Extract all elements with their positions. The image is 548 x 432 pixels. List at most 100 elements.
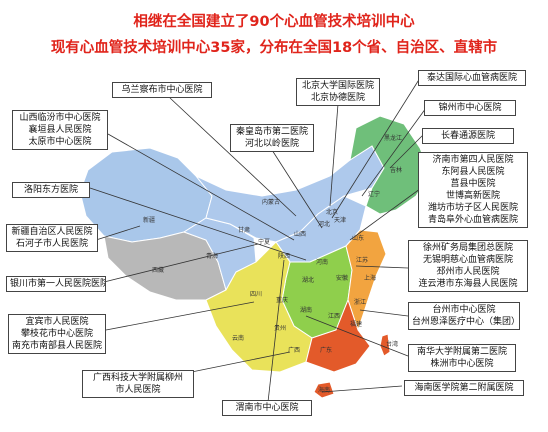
province-label-guangdong: 广东 xyxy=(320,346,332,354)
label-yibin: 宜宾市人民医院攀枝花市中心医院南充市南部县人民医院 xyxy=(8,314,106,354)
province-label-shaanxi: 陕西 xyxy=(278,252,290,260)
leader-line xyxy=(305,315,409,357)
region-north xyxy=(195,145,385,243)
province-label-beijing: 北京 xyxy=(326,208,338,216)
province-label-taiwan: 台湾 xyxy=(386,340,398,348)
leader-line xyxy=(267,259,285,403)
label-weinan: 渭南市中心医院 xyxy=(222,400,312,416)
province-label-tianjin: 天津 xyxy=(334,217,346,224)
hospital-name: 青岛阜外心血管病医院 xyxy=(427,215,518,225)
province-label-jiangsu: 江苏 xyxy=(356,256,368,264)
hospital-name: 台州市中心医院 xyxy=(432,305,496,315)
province-label-tibet: 西藏 xyxy=(152,266,164,274)
province-label-neimenggu: 内蒙古 xyxy=(262,198,280,206)
label-changchun: 长春通源医院 xyxy=(422,128,514,144)
leader-line xyxy=(169,97,297,217)
region-taiwan xyxy=(379,333,391,357)
hospital-name: 渭南市中心医院 xyxy=(235,403,299,413)
hospital-name: 东阿县人民医院 xyxy=(441,167,505,177)
province-label-jiangxi: 江西 xyxy=(328,313,340,320)
hospital-name: 济南市第四人民医院 xyxy=(432,155,514,165)
province-label-jilin: 吉林 xyxy=(390,166,402,174)
label-jinan: 济南市第四人民医院东阿县人民医院莒县中医院世博高新医院潍坊市坊子区人民医院青岛阜… xyxy=(418,152,528,228)
hospital-name: 广西科技大学附属柳州 xyxy=(92,373,183,383)
leader-line xyxy=(331,77,421,219)
hospital-name: 银川市第一人民医院医院 xyxy=(10,279,106,289)
hospital-name: 北京协德医院 xyxy=(310,93,365,103)
hospital-name: 北京大学国际医院 xyxy=(301,81,374,91)
leader-line xyxy=(95,225,141,241)
hospital-name: 洛阳东方医院 xyxy=(23,185,78,195)
province-label-shandong: 山东 xyxy=(352,234,364,242)
hospital-name: 南充市南部县人民医院 xyxy=(12,341,103,351)
label-taida: 泰达国际心血管病医院 xyxy=(418,70,526,86)
hospital-name: 襄垣县人民医院 xyxy=(28,125,92,135)
hospital-name: 河北以岭医院 xyxy=(244,139,299,149)
province-label-liaoning: 辽宁 xyxy=(368,190,380,198)
hospital-name: 世博高新医院 xyxy=(445,191,500,201)
hospital-name: 太原市中心医院 xyxy=(28,137,92,147)
province-label-qinghai: 青海 xyxy=(206,252,218,260)
hospital-name: 南华大学附属第二医院 xyxy=(416,347,507,357)
province-label-guangxi: 广西 xyxy=(288,346,300,354)
province-label-shanghai: 上海 xyxy=(364,274,376,282)
hospital-name: 锦州市中心医院 xyxy=(438,103,502,113)
hospital-name: 连云港市东海县人民医院 xyxy=(418,279,518,289)
region-northeast xyxy=(349,115,431,215)
province-label-hainan: 海南 xyxy=(318,386,330,394)
hospital-name: 攀枝花市中心医院 xyxy=(20,329,93,339)
hospital-name: 海南医学院第二附属医院 xyxy=(414,383,514,393)
hospital-name: 株洲市中心医院 xyxy=(430,359,494,369)
province-label-shanxi: 山西 xyxy=(294,230,306,238)
label-jinzhou: 锦州市中心医院 xyxy=(424,100,516,116)
leader-line xyxy=(355,265,409,269)
hospital-name: 石河子市人民医院 xyxy=(15,239,88,249)
leader-line xyxy=(359,309,409,317)
leader-line xyxy=(329,103,339,207)
label-taizhou: 台州市中心医院台州恩泽医疗中心（集团） xyxy=(408,302,520,330)
hospital-name: 乌兰察布市中心医院 xyxy=(121,85,203,95)
label-yinchuan: 银川市第一人民医院医院 xyxy=(6,276,106,292)
label-xinjiang: 新疆自治区人民医院石河子市人民医院 xyxy=(6,224,98,252)
province-label-hubei: 湖北 xyxy=(302,276,314,284)
hospital-name: 台州恩泽医疗中心（集团） xyxy=(412,317,520,327)
title-line-2: 现有心血管技术培训中心35家，分布在全国18个省、自治区、直辖市 xyxy=(50,40,498,56)
hospital-name: 莒县中医院 xyxy=(450,179,496,189)
leader-line xyxy=(321,385,403,393)
region-south xyxy=(305,298,371,373)
province-label-heilongjiang: 黑龙江 xyxy=(384,134,402,142)
hospital-name: 无锡明慈心血管病医院 xyxy=(422,255,513,265)
leader-line xyxy=(103,243,259,283)
province-label-sichuan: 四川 xyxy=(250,291,262,298)
province-label-ningxia: 宁夏 xyxy=(258,238,270,246)
province-label-yunnan: 云南 xyxy=(232,334,244,342)
label-beijing: 北京大学国际医院北京协德医院 xyxy=(296,78,380,106)
hospital-name: 市人民医院 xyxy=(115,385,161,395)
label-guangxi: 广西科技大学附属柳州市人民医院 xyxy=(82,370,194,398)
label-wulanchabu: 乌兰察布市中心医院 xyxy=(112,82,212,98)
title-line-1: 相继在全国建立了90个心血管技术培训中心 xyxy=(133,14,415,30)
hospital-name: 邳州市人民医院 xyxy=(436,267,500,277)
label-luoyang: 洛阳东方医院 xyxy=(12,182,90,198)
hospital-name: 徐州矿务局集团总医院 xyxy=(422,243,513,253)
province-label-xinjiang: 新疆 xyxy=(143,216,155,224)
province-label-guizhou: 贵州 xyxy=(274,324,286,332)
label-nanhua: 南华大学附属第二医院株洲市中心医院 xyxy=(408,344,516,372)
label-shanxi: 山西临汾市中心医院襄垣县人民医院太原市中心医院 xyxy=(12,110,108,150)
region-southwest xyxy=(205,241,313,373)
province-label-chongqing: 重庆 xyxy=(276,296,288,304)
leader-line xyxy=(361,107,427,197)
leader-line xyxy=(389,133,425,169)
leader-line xyxy=(271,149,323,229)
leader-line xyxy=(89,187,307,261)
region-east xyxy=(345,229,387,332)
hospital-name: 宜宾市人民医院 xyxy=(25,317,89,327)
label-hainan: 海南医学院第二附属医院 xyxy=(404,380,524,396)
province-label-fujian: 福建 xyxy=(350,320,362,328)
hospital-name: 山西临汾市中心医院 xyxy=(19,113,101,123)
province-label-hunan: 湖南 xyxy=(300,306,312,314)
hospital-name: 长春通源医院 xyxy=(440,131,495,141)
hospital-name: 泰达国际心血管病医院 xyxy=(426,73,517,83)
label-qinhuangdao: 秦皇岛市第二医院河北以岭医院 xyxy=(230,124,314,152)
